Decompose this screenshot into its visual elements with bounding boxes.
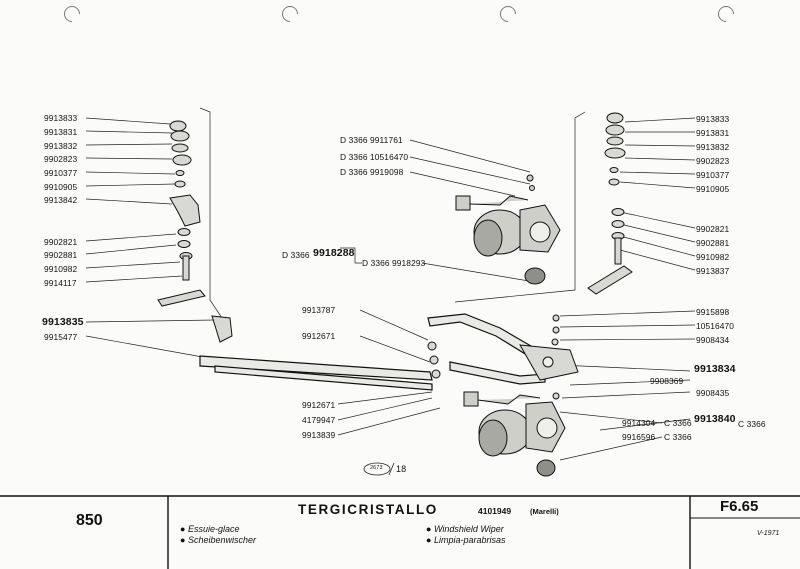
part-number: D 3366 10516470 (340, 152, 409, 162)
part-number: 9902821 (696, 224, 730, 234)
part-number: 9918288 (313, 247, 355, 259)
part-number: 9910982 (696, 252, 730, 262)
catalog-title: TERGICRISTALLO (298, 502, 438, 517)
language-line: ● Scheibenwischer (180, 535, 256, 545)
part-number: 9913833 (44, 113, 78, 123)
language-line: ● Windshield Wiper (426, 524, 504, 534)
part-number: 9913839 (302, 430, 336, 440)
part-number: 9913834 (694, 363, 736, 375)
part-number: 9915477 (44, 332, 78, 342)
part-number: D 3366 9911761 (340, 135, 403, 145)
part-number: 9913832 (696, 142, 730, 152)
stamp-ref: 2673 (370, 465, 383, 471)
part-number: 9902823 (44, 154, 78, 164)
language-es: Limpia-parabrisas (433, 535, 506, 545)
stamp-sub: 18 (396, 464, 407, 474)
part-number: 9913840 (694, 413, 736, 425)
part-number: 9910982 (44, 264, 78, 274)
part-number: 9908369 (650, 376, 684, 386)
part-number: 9913835 (42, 316, 84, 328)
part-number: 9913833 (696, 114, 730, 124)
part-number-suffix: C 3366 (664, 432, 692, 442)
model-number: 850 (76, 512, 103, 529)
part-number-suffix: C 3366 (664, 418, 692, 428)
part-number-prefix: D 3366 (282, 250, 310, 260)
part-number: 9910377 (44, 168, 78, 178)
reference-stamp (363, 462, 391, 476)
part-number: 9913831 (696, 128, 730, 138)
part-number: 9908435 (696, 388, 730, 398)
part-number: 9913831 (44, 127, 78, 137)
part-number: 9914304 (622, 418, 656, 428)
part-number: 9910905 (44, 182, 78, 192)
part-number: 9915898 (696, 307, 730, 317)
part-number: 9902881 (696, 238, 730, 248)
edition-date: V-1971 (757, 530, 780, 537)
part-number: 9902823 (696, 156, 730, 166)
part-number: D 3366 9919098 (340, 167, 404, 177)
part-number-suffix: C 3366 (738, 419, 766, 429)
language-fr: Essuie-glace (187, 524, 240, 534)
part-number: 9902881 (44, 250, 78, 260)
part-number: 9913842 (44, 195, 78, 205)
language-line: ● Limpia-parabrisas (426, 535, 506, 545)
part-number: 9910905 (696, 184, 730, 194)
part-number: 9916596 (622, 432, 656, 442)
part-code: 4101949 (478, 506, 512, 516)
part-number: 10516470 (696, 321, 735, 331)
part-number: 9913832 (44, 141, 78, 151)
part-number: 9913837 (696, 266, 730, 276)
language-en: Windshield Wiper (433, 524, 504, 534)
maker: (Marelli) (530, 507, 559, 516)
part-number: 9910377 (696, 170, 730, 180)
page-ref: F6.65 (720, 498, 759, 515)
part-number: 9913787 (302, 305, 336, 315)
part-number: 9902821 (44, 237, 78, 247)
part-number: 4179947 (302, 415, 336, 425)
part-number: 9908434 (696, 335, 730, 345)
part-number: 9912671 (302, 400, 336, 410)
part-number: D 3366 9918293 (362, 258, 426, 268)
part-number: 9912671 (302, 331, 336, 341)
language-line: ● Essuie-glace (180, 524, 240, 534)
language-de: Scheibenwischer (187, 535, 256, 545)
part-number: 9914117 (44, 278, 77, 288)
